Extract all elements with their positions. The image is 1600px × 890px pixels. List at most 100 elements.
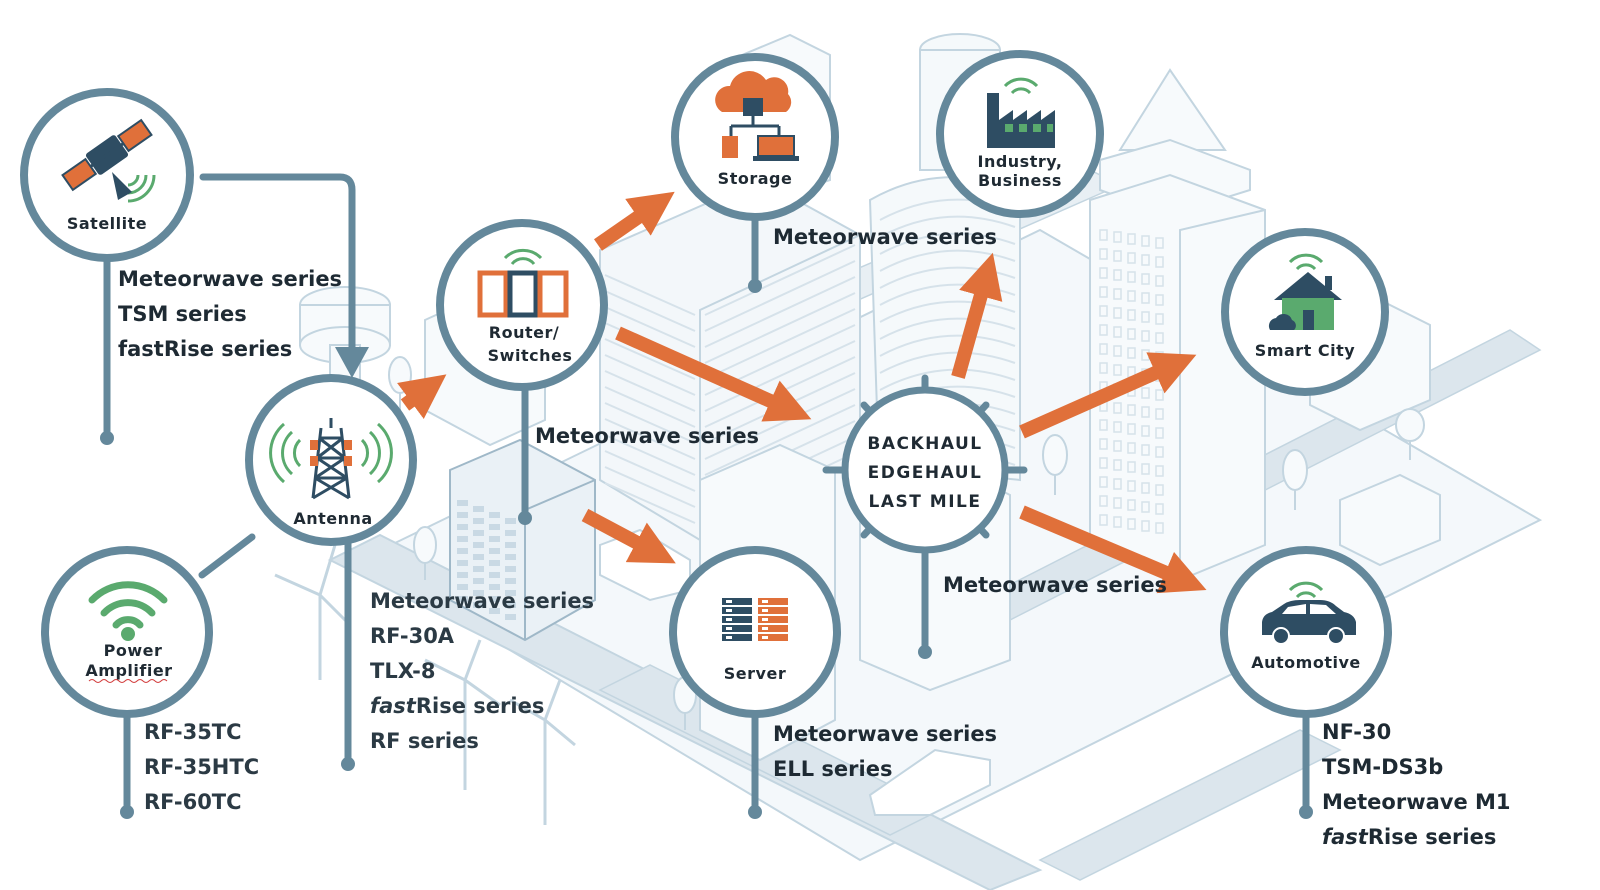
window: [473, 590, 484, 596]
stripe: [879, 232, 1016, 255]
window: [1099, 267, 1108, 279]
window: [473, 542, 484, 548]
stripe: [604, 338, 696, 380]
window: [1155, 332, 1164, 344]
window: [473, 554, 484, 560]
window: [457, 512, 468, 518]
window: [1099, 286, 1108, 298]
window: [489, 584, 500, 590]
stripe: [604, 466, 696, 508]
product-item: TSM series: [118, 302, 247, 326]
smart-city-node[interactable]: Smart City: [1221, 228, 1389, 396]
window: [505, 590, 516, 596]
product-item: RF-60TC: [144, 790, 242, 814]
storage-node[interactable]: Storage: [671, 53, 839, 221]
industry-node[interactable]: Industry, Business: [936, 50, 1104, 218]
stripe: [604, 290, 696, 332]
product-suffix: Rise series: [1367, 825, 1497, 849]
window: [1113, 364, 1122, 376]
window: [1099, 438, 1108, 450]
satellite-node[interactable]: Satellite: [20, 88, 194, 262]
product-item: RF-35HTC: [144, 755, 260, 779]
server-light: [762, 618, 768, 621]
product-item: TLX-8: [370, 659, 436, 683]
window: [1141, 273, 1150, 285]
window: [1141, 330, 1150, 342]
antenna-label: Antenna: [293, 509, 372, 528]
product-item: RF series: [370, 729, 479, 753]
window: [1099, 362, 1108, 374]
window: [1127, 309, 1136, 321]
server-slot: [758, 598, 788, 605]
stripe: [704, 276, 856, 348]
window: [489, 572, 500, 578]
server-building-windows: [457, 500, 516, 620]
product-item: Meteorwave series: [773, 722, 998, 746]
router-product-list: Meteorwave series: [535, 419, 759, 454]
window: [1155, 522, 1164, 534]
product-suffix: Rise series: [415, 694, 545, 718]
window: [1127, 461, 1136, 473]
window: [505, 518, 516, 524]
window: [457, 572, 468, 578]
arrow-to-storage: [594, 191, 675, 251]
automotive-signal-icon: [1288, 581, 1324, 599]
antenna-tower-icon: [310, 418, 352, 500]
satellite-dish-icon: [112, 172, 132, 200]
window: [1113, 288, 1122, 300]
window: [1099, 229, 1108, 241]
window: [505, 614, 516, 620]
window: [1127, 499, 1136, 511]
server-node[interactable]: Server: [669, 546, 841, 718]
window: [1155, 237, 1164, 249]
window: [1127, 347, 1136, 359]
power-to-antenna-line: [198, 533, 256, 579]
storage-industry-product-list: Meteorwave series: [773, 220, 997, 255]
smart-city-signal-icon: [1288, 253, 1324, 271]
window: [1155, 503, 1164, 515]
window: [1113, 402, 1122, 414]
antenna-node[interactable]: Antenna: [245, 374, 417, 546]
product-prefix-italic: fast: [370, 694, 416, 718]
window: [1113, 478, 1122, 490]
server-light: [726, 627, 732, 630]
stripe: [604, 482, 696, 524]
server-rack-icon: [722, 598, 788, 641]
smart-home-icon: [1268, 272, 1342, 330]
window: [457, 560, 468, 566]
window: [489, 536, 500, 542]
window: [1113, 421, 1122, 433]
stripe: [604, 354, 696, 396]
window: [457, 500, 468, 506]
stripe: [604, 418, 696, 460]
stripe: [704, 244, 856, 316]
window: [473, 578, 484, 584]
window: [489, 608, 500, 614]
window: [1141, 254, 1150, 266]
window: [1141, 406, 1150, 418]
window: [1113, 326, 1122, 338]
smart-city-label: Smart City: [1255, 341, 1355, 360]
hub-node[interactable]: BACKHAUL EDGEHAUL LAST MILE: [822, 374, 1028, 554]
window: [1127, 233, 1136, 245]
wifi-dot-icon: [121, 627, 135, 641]
power-amplifier-node[interactable]: Power Amplifier: [41, 546, 213, 718]
window: [1113, 345, 1122, 357]
window: [1155, 275, 1164, 287]
arrow-to-automotive: [1019, 505, 1207, 594]
window: [1113, 231, 1122, 243]
router-signal-icon: [503, 248, 543, 266]
power-amplifier-label-line2: Amplifier: [85, 661, 172, 680]
stripe: [604, 306, 696, 348]
window: [1155, 313, 1164, 325]
stripe: [604, 402, 696, 444]
window: [457, 524, 468, 530]
window: [1113, 497, 1122, 509]
window: [1141, 444, 1150, 456]
router-node[interactable]: Router/ Switches: [436, 219, 608, 391]
automotive-node[interactable]: Automotive: [1220, 546, 1392, 718]
window: [1113, 250, 1122, 262]
window: [1099, 419, 1108, 431]
